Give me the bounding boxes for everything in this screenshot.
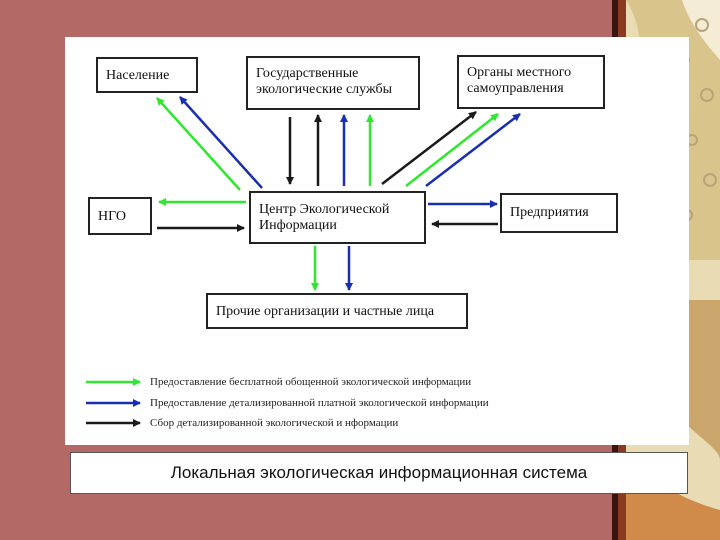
arrow-center-to-local-blue: [426, 114, 520, 186]
arrow-center-to-local-black: [382, 112, 476, 184]
node-local-authorities: Органы местного самоуправления: [457, 55, 605, 109]
node-state-services: Государственные экологические службы: [246, 56, 420, 110]
legend-item-free-info: Предоставление бесплатной обощенной экол…: [150, 376, 471, 388]
node-ngo: НГО: [88, 197, 152, 235]
node-enterprises: Предприятия: [500, 193, 618, 233]
legend-item-collection: Сбор детализированной экологической и нф…: [150, 417, 398, 429]
caption-box: Локальная экологическая информационная с…: [70, 452, 688, 494]
arrow-center-to-population-blue: [180, 97, 262, 188]
node-population: Население: [96, 57, 198, 93]
arrow-center-to-local-green: [406, 114, 498, 186]
node-others: Прочие организации и частные лица: [206, 293, 468, 329]
caption-title: Локальная экологическая информационная с…: [171, 463, 588, 483]
node-center: Центр Экологической Информации: [249, 191, 426, 244]
arrow-center-to-population-green: [157, 98, 240, 190]
legend-item-paid-info: Предоставление детализированной платной …: [150, 397, 489, 409]
